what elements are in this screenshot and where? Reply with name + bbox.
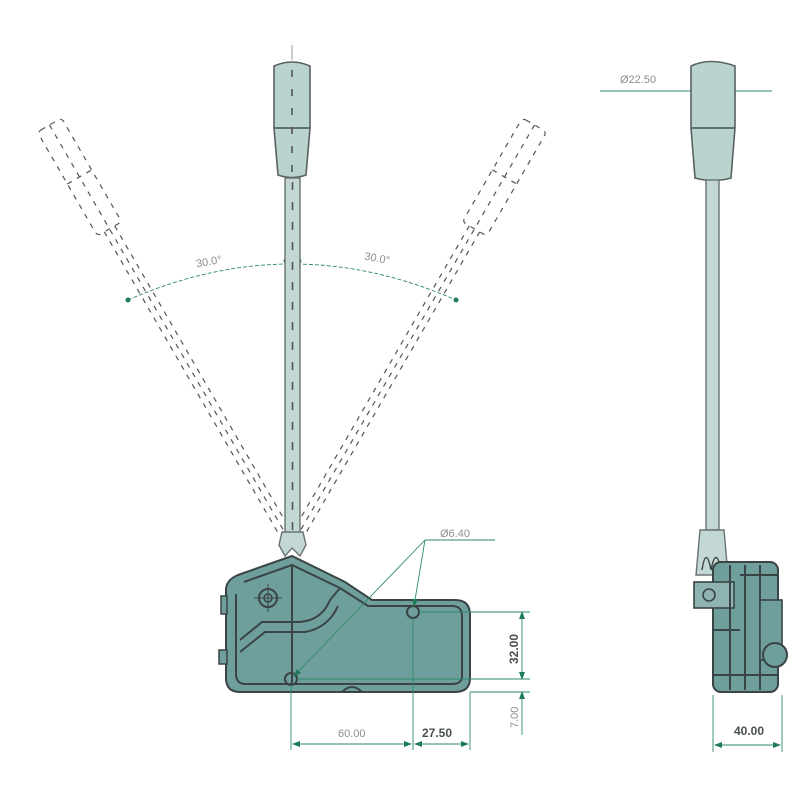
dim-horizontal: 60.00 27.50 — [290, 618, 471, 750]
svg-text:7.00: 7.00 — [509, 707, 521, 728]
side-knob — [690, 60, 736, 182]
lever-ghost-left — [38, 118, 291, 536]
hole-callout: Ø6.40 — [293, 528, 495, 677]
lever-upright — [273, 61, 311, 558]
front-view: 30.0° 30.0° — [38, 45, 546, 750]
lever-shaft — [284, 177, 301, 534]
lever-knob — [273, 61, 311, 179]
dim-height: 32.00 7.00 — [297, 611, 530, 735]
angle-left-label: 30.0° — [195, 254, 223, 270]
lever-ghost-right — [293, 118, 546, 536]
side-body — [693, 561, 788, 693]
side-shaft — [705, 179, 720, 531]
angle-right-label: 30.0° — [363, 251, 391, 267]
svg-text:27.50: 27.50 — [422, 726, 452, 740]
svg-text:60.00: 60.00 — [338, 728, 366, 740]
side-view: Ø22.50 40.00 — [600, 60, 788, 752]
valve-body — [218, 554, 471, 693]
knob-diameter-label: Ø22.50 — [620, 74, 656, 86]
side-width-label: 40.00 — [734, 724, 764, 738]
hole-diameter-label: Ø6.40 — [440, 528, 470, 540]
lever-boot — [278, 531, 307, 558]
svg-text:32.00: 32.00 — [507, 634, 521, 664]
